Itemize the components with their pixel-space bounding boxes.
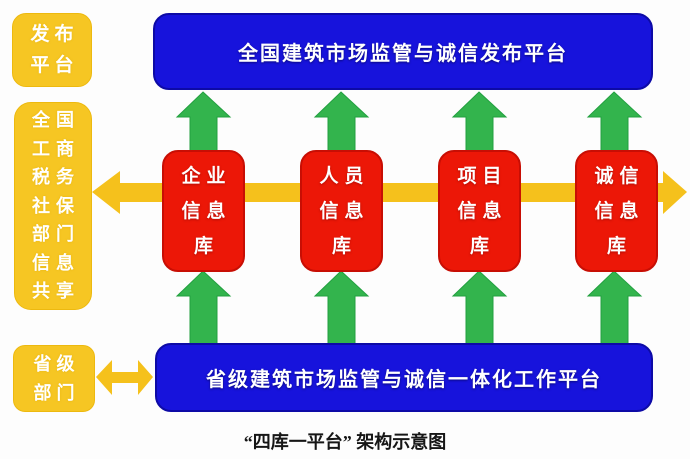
- info-share-horizontal-arrow: [92, 171, 687, 214]
- provincial-platform-bar: 省级建筑市场监管与诚信一体化工作平台: [155, 343, 653, 412]
- publish-platform-label: 发布 平台: [30, 24, 79, 76]
- national-departments-box: 全国 工商 税务 社保 部门 信息 共享: [14, 102, 92, 310]
- diagram-caption: “四库一平台” 架构示意图: [243, 432, 447, 452]
- green-up-arrow: [451, 91, 508, 153]
- green-up-arrow: [175, 91, 232, 153]
- database-box-project: 项目 信息 库: [438, 150, 521, 272]
- database-box-enterprise: 企业 信息 库: [162, 150, 245, 272]
- national-departments-label: 全国 工商 税务 社保 部门 信息 共享: [32, 110, 80, 302]
- database-label: 人员 信息 库: [319, 165, 370, 257]
- database-box-integrity: 诚信 信息 库: [575, 150, 658, 272]
- green-up-arrow: [313, 91, 370, 153]
- green-up-arrow: [586, 270, 643, 347]
- green-up-arrow: [313, 270, 370, 347]
- green-up-arrow: [586, 91, 643, 153]
- exchange-double-arrow: [96, 360, 153, 395]
- publish-platform-box: 发布 平台: [12, 13, 92, 87]
- national-platform-label: 全国建筑市场监管与诚信发布平台: [238, 43, 568, 65]
- green-up-arrow: [451, 270, 508, 347]
- provincial-platform-label: 省级建筑市场监管与诚信一体化工作平台: [206, 369, 602, 391]
- database-label: 项目 信息 库: [457, 165, 508, 257]
- database-label: 诚信 信息 库: [594, 165, 645, 257]
- database-label: 企业 信息 库: [181, 165, 232, 257]
- provincial-departments-label: 省级 部门: [33, 353, 80, 403]
- database-box-personnel: 人员 信息 库: [300, 150, 383, 272]
- green-up-arrow: [175, 270, 232, 347]
- provincial-departments-box: 省级 部门: [13, 345, 95, 412]
- national-platform-bar: 全国建筑市场监管与诚信发布平台: [153, 13, 653, 90]
